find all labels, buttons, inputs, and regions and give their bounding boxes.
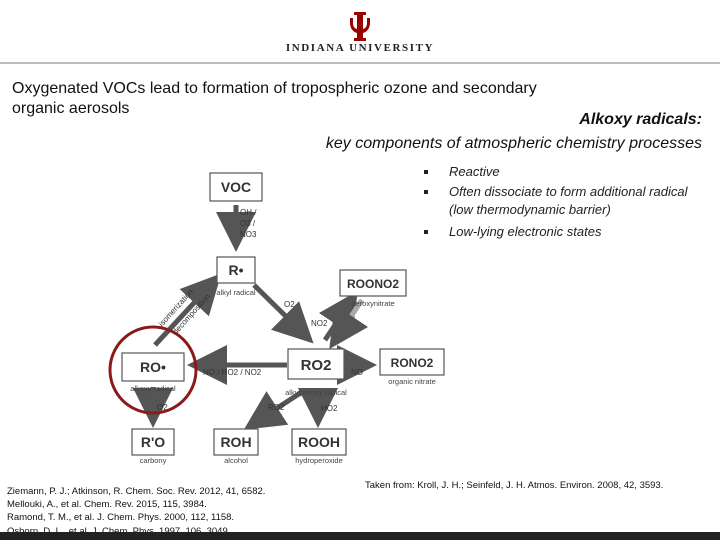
caption-rooh: hydroperoxide bbox=[295, 456, 343, 465]
node-voc-label: VOC bbox=[221, 179, 251, 195]
edge-r-ro2 bbox=[252, 283, 314, 344]
bullet-icon bbox=[424, 190, 428, 194]
caption-r: alkyl radical bbox=[216, 288, 256, 297]
label-o2-r: O2 bbox=[284, 300, 295, 309]
alkoxy-subtitle: key components of atmospheric chemistry … bbox=[325, 135, 702, 152]
edge-roono2-ro2 bbox=[329, 298, 369, 350]
caption-roh: alcohol bbox=[224, 456, 248, 465]
references: Ziemann, P. J.; Atkinson, R. Chem. Soc. … bbox=[7, 485, 265, 538]
label-oxidant-oh: OH / bbox=[240, 208, 257, 217]
node-roh bbox=[213, 428, 259, 456]
node-ro2-label: RO2 bbox=[301, 357, 332, 374]
alkoxy-highlight-ring bbox=[108, 325, 198, 415]
caption-rono2: organic nitrate bbox=[388, 377, 436, 386]
caption-ro: alkoxy radical bbox=[130, 384, 176, 393]
node-rpo-label: R'O bbox=[141, 434, 165, 450]
node-rono2-label: RONO2 bbox=[391, 356, 434, 370]
caption-rpo: carbony bbox=[140, 456, 167, 465]
reference-item: Mellouki, A., et al. Chem. Rev. 2015, 11… bbox=[7, 499, 207, 511]
label-oxidant-o3: O3 / bbox=[240, 219, 256, 228]
alkoxy-title: Alkoxy radicals: bbox=[579, 111, 702, 128]
edge-ro-r bbox=[153, 273, 222, 347]
node-roh-label: ROH bbox=[220, 434, 251, 450]
node-r-label: R• bbox=[228, 262, 243, 278]
label-o2-ro: O2 bbox=[157, 403, 168, 412]
reaction-diagram: VOC R• ROONO2 RO• RO2 RONO2 R'O ROH ROOH… bbox=[108, 172, 445, 465]
node-ro-label: RO• bbox=[140, 359, 166, 375]
bullet-icon bbox=[424, 230, 428, 234]
edge-ro2-roh bbox=[243, 387, 307, 430]
node-ro bbox=[121, 352, 185, 382]
list-item: Reactive bbox=[420, 163, 710, 181]
header-divider bbox=[0, 62, 720, 64]
bullet-text: Reactive bbox=[449, 164, 500, 179]
node-r bbox=[216, 256, 256, 284]
bullet-icon bbox=[424, 170, 428, 174]
node-rooh bbox=[291, 428, 347, 456]
node-rooh-label: ROOH bbox=[298, 434, 340, 450]
footer-bar bbox=[0, 532, 720, 540]
reference-item: Ziemann, P. J.; Atkinson, R. Chem. Soc. … bbox=[7, 486, 266, 497]
reference-item: Ramond, T. M., et al. J. Chem. Phys. 200… bbox=[7, 512, 235, 524]
label-ho2-rooh: HO2 bbox=[321, 404, 338, 413]
node-rono2 bbox=[379, 348, 445, 376]
node-roono2-label: ROONO2 bbox=[347, 277, 399, 291]
caption-ro2: alkylperoxy radical bbox=[285, 388, 347, 397]
slide-headline: Oxygenated VOCs lead to formation of tro… bbox=[12, 80, 537, 117]
list-item: Often dissociate to form additional radi… bbox=[420, 183, 710, 219]
indiana-university-logo bbox=[350, 12, 370, 41]
list-item: Low-lying electronic states bbox=[420, 223, 710, 241]
node-voc bbox=[209, 172, 263, 202]
figure-credit: Taken from: Kroll, J. H.; Seinfeld, J. H… bbox=[365, 480, 664, 491]
node-roono2 bbox=[339, 269, 407, 297]
reference-item: Osborn, D. L., et al. J. Chem. Phys. 199… bbox=[7, 525, 265, 538]
label-no2: NO2 bbox=[311, 319, 328, 328]
node-ro2 bbox=[287, 348, 345, 380]
label-ro2-roh: RO2 bbox=[268, 403, 285, 412]
bullet-text: Low-lying electronic states bbox=[449, 224, 602, 239]
property-list: Reactive Often dissociate to form additi… bbox=[420, 163, 710, 243]
label-oxidant-no3: NO3 bbox=[240, 230, 257, 239]
node-rpo bbox=[131, 428, 175, 456]
label-no-ro2-no2: NO / RO2 / NO2 bbox=[203, 368, 262, 377]
label-no-rono2: NO bbox=[351, 368, 363, 377]
bullet-text: Often dissociate to form additional radi… bbox=[449, 184, 688, 217]
caption-roono2: peroxynitrate bbox=[351, 299, 394, 308]
university-name: INDIANA UNIVERSITY bbox=[285, 42, 435, 54]
